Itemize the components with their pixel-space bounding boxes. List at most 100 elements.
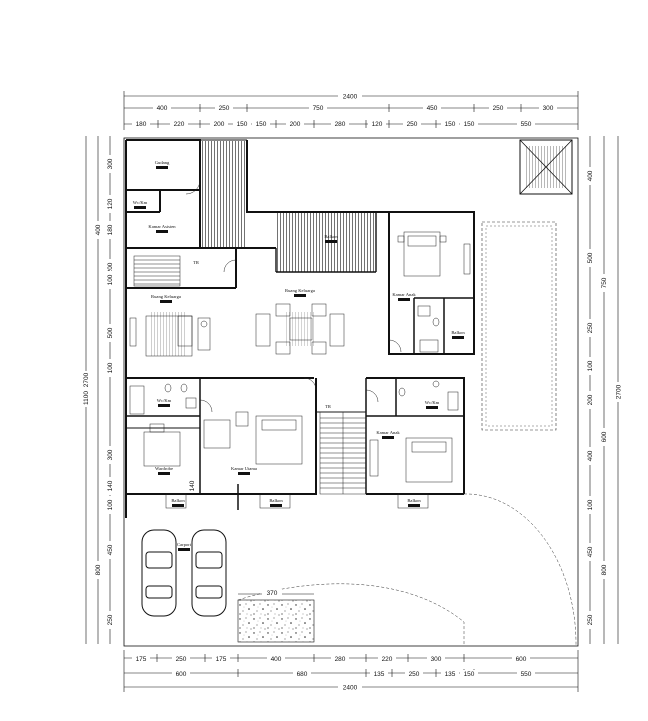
dim-right-row2: 750 600 800 xyxy=(599,274,608,579)
right-row1-label-4: 200 xyxy=(587,394,594,405)
furniture xyxy=(129,231,471,509)
top-row1-label-5: 300 xyxy=(543,105,554,112)
top-row2-label-1: 220 xyxy=(174,121,185,128)
balkon-top-left-hatch xyxy=(201,141,247,248)
stair-steps-upper xyxy=(134,259,180,285)
top-row2-label-3: 150 xyxy=(237,121,248,128)
top-row2-label-8: 250 xyxy=(407,121,418,128)
top-row2-label-2: 200 xyxy=(214,121,225,128)
bot-row1-label-1: 250 xyxy=(176,656,187,663)
label-kamar-utama: Kamar Utama xyxy=(231,466,257,471)
door-swings xyxy=(185,179,402,413)
right-row1-label-5: 400 xyxy=(587,450,594,461)
left-row1-label-6: 100 xyxy=(107,362,114,373)
right-row1-label-7: 450 xyxy=(587,546,594,557)
walls xyxy=(125,139,475,518)
left-tot-label-0: 1100 xyxy=(83,391,90,405)
dim-left-row2: 400 800 xyxy=(93,221,102,579)
void-dim-label: 370 xyxy=(267,590,278,597)
bot-row2-label-4: 135 xyxy=(445,671,456,678)
left-row1-label-5: 500 xyxy=(107,327,114,338)
top-row1-label-2: 750 xyxy=(313,105,324,112)
left-row1-label-8: 140 xyxy=(107,480,114,491)
dim-bottom-total: 2400 xyxy=(343,685,358,692)
right-row2-label-2: 800 xyxy=(601,564,608,575)
bot-row1-label-2: 175 xyxy=(216,656,227,663)
right-row1-label-1: 500 xyxy=(587,252,594,263)
left-row2-label-1: 800 xyxy=(95,564,102,575)
bot-row2-label-1: 680 xyxy=(297,671,308,678)
left-row1-label-4: 100 xyxy=(107,274,114,285)
top-row1-label-4: 250 xyxy=(493,105,504,112)
bot-row1-label-5: 220 xyxy=(382,656,393,663)
label-wc-right: Wc/Km xyxy=(425,400,440,405)
top-row1-label-3: 450 xyxy=(427,105,438,112)
top-row2-label-4: 150 xyxy=(256,121,267,128)
label-wc-left: Wc/Km xyxy=(157,398,172,403)
driveway-arc xyxy=(237,583,465,646)
pool-outline xyxy=(481,221,557,431)
left-row1-label-7: 300 xyxy=(107,449,114,460)
left-row1-label-9: 100 xyxy=(107,499,114,510)
gate-swing-arc xyxy=(463,493,577,647)
label-gudang: Gudang xyxy=(155,160,170,165)
bot-row2-label-2: 135 xyxy=(374,671,385,678)
dim-left-total: 1100 2700 xyxy=(81,371,90,407)
label-balkon-bottom-center: Balkon xyxy=(269,498,283,503)
left-row1-label-3: 200 xyxy=(107,262,114,273)
label-balkon-bottom-right: Balkon xyxy=(407,498,421,503)
left-row2-label-0: 400 xyxy=(95,224,102,235)
bot-row1-label-0: 175 xyxy=(136,656,147,663)
bot-row1-label-6: 300 xyxy=(431,656,442,663)
stair-upper xyxy=(133,255,181,287)
label-kamar-anak-bottom: Kamar Anak xyxy=(376,430,400,435)
right-row2-label-0: 750 xyxy=(601,277,608,288)
left-row1-label-10: 450 xyxy=(107,544,114,555)
bot-row2-label-0: 600 xyxy=(176,671,187,678)
right-row1-label-0: 400 xyxy=(587,170,594,181)
roof-skylight xyxy=(519,139,573,195)
left-row1-label-1: 120 xyxy=(107,198,114,209)
top-row1-label-0: 400 xyxy=(157,105,168,112)
dim-top-total: 2400 xyxy=(343,94,358,101)
left-row1-label-0: 300 xyxy=(107,158,114,169)
label-tr-top: TR xyxy=(193,260,200,265)
label-carport: Carport xyxy=(177,542,192,547)
garden-gravel xyxy=(237,599,315,643)
label-balkon-top: Balkon xyxy=(324,234,338,239)
top-row2-label-0: 180 xyxy=(136,121,147,128)
top-row2-label-6: 280 xyxy=(335,121,346,128)
label-balkon-right: Balkon xyxy=(451,330,465,335)
bot-row2-label-5: 150 xyxy=(464,671,475,678)
right-row1-label-3: 100 xyxy=(587,360,594,371)
label-dim-140: 140 xyxy=(189,480,196,491)
left-row1-label-11: 250 xyxy=(107,614,114,625)
left-tot-label-1: 2700 xyxy=(83,372,90,387)
right-row1-label-8: 250 xyxy=(587,614,594,625)
bot-row2-label-6: 550 xyxy=(521,671,532,678)
top-row2-label-7: 120 xyxy=(372,121,383,128)
label-kamar-anak-top: Kamar Anak xyxy=(392,292,416,297)
label-tr-stair: TR xyxy=(325,404,332,409)
room-labels: Gudang Wc/Km Kamar Asisten Balkon TR Rua… xyxy=(133,160,465,551)
right-row2-label-1: 600 xyxy=(601,431,608,442)
bot-row1-label-4: 280 xyxy=(335,656,346,663)
dimensions-top: 2400 400 250 750 450 250 300 180 220 200 150 150 2… xyxy=(123,91,579,130)
top-row2-label-10: 150 xyxy=(464,121,475,128)
site-boundary xyxy=(123,137,579,647)
top-row2-label-5: 200 xyxy=(290,121,301,128)
car-icons xyxy=(141,529,227,617)
label-wardrobe: Wardrobe xyxy=(155,466,173,471)
label-ruang-keluarga-center: Ruang Keluarga xyxy=(285,288,315,293)
stair-steps xyxy=(320,417,366,489)
top-row2-label-9: 150 xyxy=(445,121,456,128)
